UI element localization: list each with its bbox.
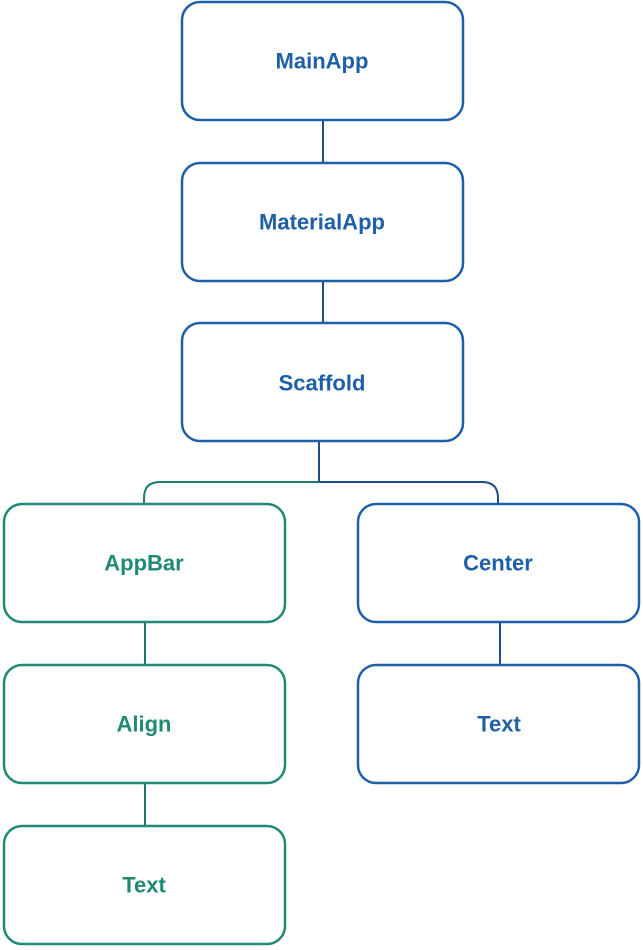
node-center-box (356, 502, 641, 624)
node-align-text: Text (2, 824, 287, 946)
edge-scaffold-center (319, 481, 499, 504)
node-mainapp-label: MainApp (276, 49, 369, 74)
node-align-box (2, 663, 287, 785)
node-materialapp-box (180, 161, 465, 283)
node-center: Center (356, 502, 641, 624)
node-center-text-label: Text (477, 712, 521, 737)
node-center-text-box (356, 663, 641, 785)
node-scaffold-label: Scaffold (279, 371, 366, 396)
edge-scaffold-appbar (143, 481, 319, 504)
node-appbar-label: AppBar (104, 551, 184, 576)
node-appbar: AppBar (2, 502, 287, 624)
node-align-text-box (2, 824, 287, 946)
node-materialapp-label: MaterialApp (259, 210, 385, 235)
node-mainapp: MainApp (180, 0, 465, 122)
node-materialapp: MaterialApp (180, 161, 465, 283)
node-mainapp-box (180, 0, 465, 122)
node-center-text: Text (356, 663, 641, 785)
node-scaffold: Scaffold (180, 321, 465, 443)
tree-edges (143, 121, 501, 826)
node-scaffold-box (180, 321, 465, 443)
node-center-label: Center (463, 551, 533, 576)
node-appbar-box (2, 502, 287, 624)
node-align: Align (2, 663, 287, 785)
node-align-text-label: Text (122, 873, 166, 898)
node-align-label: Align (117, 712, 172, 737)
